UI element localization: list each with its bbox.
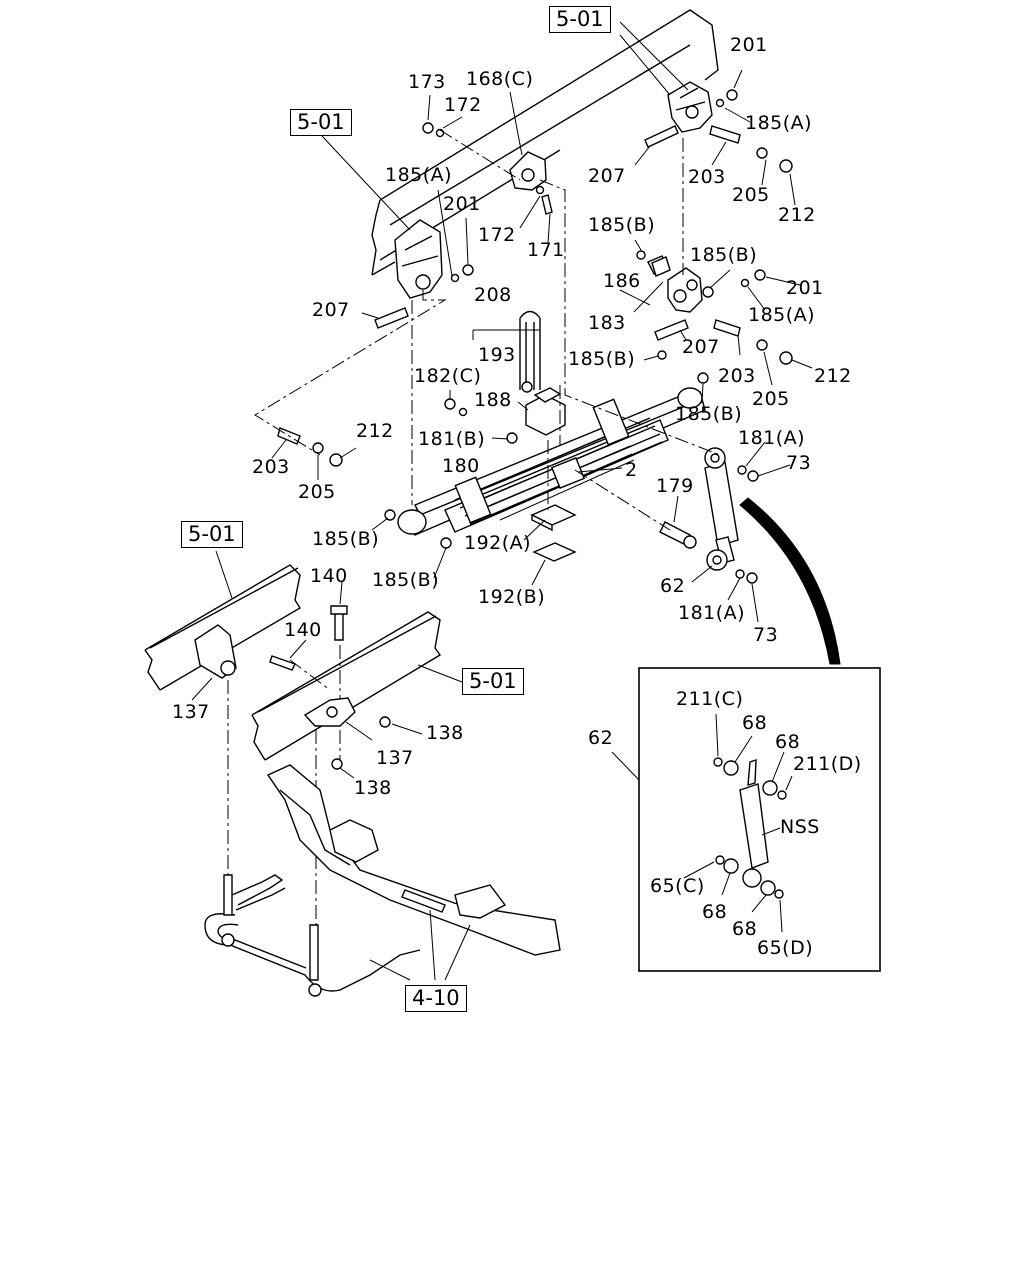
callout-label: 73 — [753, 624, 779, 646]
inset-part-label: 65(C) — [650, 875, 705, 897]
callout-label: 180 — [442, 455, 480, 477]
callout-label: 205 — [752, 388, 790, 410]
callout-label: 207 — [312, 299, 350, 321]
callout-label: 181(A) — [678, 602, 746, 624]
callout-label: 207 — [588, 165, 626, 187]
inset-part-label: 211(D) — [793, 753, 862, 775]
inset-part-label: NSS — [780, 816, 820, 838]
callout-label: 182(C) — [414, 365, 482, 387]
inset-part-label: 68 — [742, 712, 768, 734]
callout-label: 185(A) — [748, 304, 816, 326]
shock-absorber-inset — [611, 667, 881, 972]
callout-label: 185(B) — [372, 569, 440, 591]
u-bolt — [519, 310, 541, 390]
callout-label: 203 — [688, 166, 726, 188]
reference-box[interactable]: 5-01 — [181, 521, 243, 548]
callout-label: 186 — [603, 270, 641, 292]
callout-label: 193 — [478, 344, 516, 366]
front-axle — [266, 764, 561, 956]
callout-label: 185(B) — [588, 214, 656, 236]
callout-label: 205 — [732, 184, 770, 206]
callout-label: 212 — [778, 204, 816, 226]
callout-label: 62 — [660, 575, 686, 597]
bracket-168 — [509, 151, 547, 191]
callout-label: 171 — [527, 239, 565, 261]
inset-part-label: 68 — [732, 918, 758, 940]
callout-label: 185(B) — [690, 244, 758, 266]
reference-box[interactable]: 5-01 — [462, 668, 524, 695]
callout-label: 188 — [474, 389, 512, 411]
callout-label: 181(A) — [738, 427, 806, 449]
callout-label: 192(A) — [464, 532, 532, 554]
callout-label: 179 — [656, 475, 694, 497]
assembly-lines — [227, 129, 721, 930]
callout-label: 185(A) — [745, 112, 813, 134]
lower-frame-rails — [144, 564, 442, 761]
lower-frame-leader-lines — [191, 550, 463, 779]
callout-label: 192(B) — [478, 586, 546, 608]
callout-label: 203 — [252, 456, 290, 478]
callout-label: 172 — [444, 94, 482, 116]
callout-label: 73 — [786, 452, 812, 474]
callout-label: 212 — [814, 365, 852, 387]
inset-part-label: 68 — [775, 731, 801, 753]
inset-pointer-arrow — [739, 497, 841, 665]
callout-label: 168(C) — [466, 68, 534, 90]
callout-label: 138 — [354, 777, 392, 799]
callout-label: 181(B) — [418, 428, 486, 450]
callout-label: 138 — [426, 722, 464, 744]
callout-label: 140 — [310, 565, 348, 587]
callout-label: 201 — [730, 34, 768, 56]
callout-label: 185(A) — [385, 164, 453, 186]
callout-label: 207 — [682, 336, 720, 358]
inset-part-label: 65(D) — [757, 937, 814, 959]
callout-label: 185(B) — [312, 528, 380, 550]
front-hanger-bracket — [394, 219, 443, 299]
spring-spacers — [530, 504, 577, 562]
bump-stopper — [525, 387, 566, 436]
bolts-and-nuts — [269, 605, 391, 770]
callout-label: 2 — [625, 459, 638, 481]
stabilizer-bar — [204, 874, 446, 997]
axle-leader-lines — [369, 909, 471, 981]
reference-box[interactable]: 5-01 — [549, 6, 611, 33]
inset-part-label: 211(C) — [676, 688, 744, 710]
inset-part-label: 68 — [702, 901, 728, 923]
reference-box[interactable]: 4-10 — [405, 985, 467, 1012]
callout-label: 172 — [478, 224, 516, 246]
callout-label: 203 — [718, 365, 756, 387]
stud-179 — [659, 521, 697, 549]
callout-label: 140 — [284, 619, 322, 641]
callout-label: 137 — [172, 701, 210, 723]
leader-lines — [271, 21, 813, 623]
stabilizer-bracket-right — [303, 697, 356, 727]
reference-box[interactable]: 5-01 — [290, 109, 352, 136]
rear-hanger-bracket — [667, 81, 713, 133]
shock-absorber — [704, 447, 739, 571]
stabilizer-bracket-left — [194, 624, 237, 679]
callout-label: 185(B) — [675, 403, 743, 425]
inset-label: 62 — [588, 727, 614, 749]
callout-label: 205 — [298, 481, 336, 503]
callout-label: 173 — [408, 71, 446, 93]
callout-label: 137 — [376, 747, 414, 769]
leaf-spring — [397, 387, 706, 536]
callout-label: 212 — [356, 420, 394, 442]
callout-label: 201 — [786, 277, 824, 299]
callout-label: 185(B) — [568, 348, 636, 370]
callout-label: 201 — [443, 193, 481, 215]
callout-label: 183 — [588, 312, 626, 334]
callout-label: 208 — [474, 284, 512, 306]
